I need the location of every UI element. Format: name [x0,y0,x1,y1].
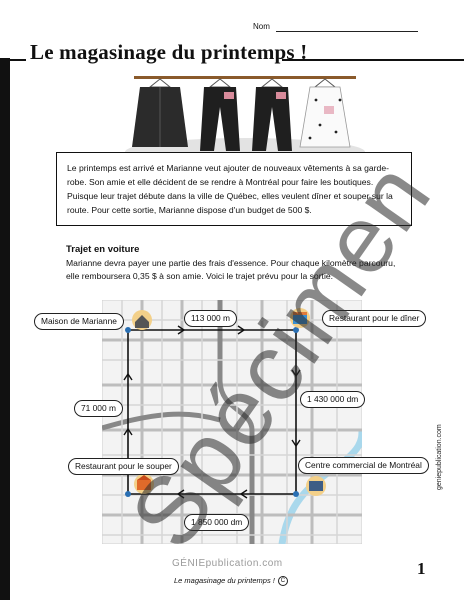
dress-icon [299,86,351,148]
coat-icon [132,87,188,147]
supper-restaurant-label: Restaurant pour le souper [68,458,179,475]
brand-logo: GÉNIEpublication.com [172,558,283,569]
home-label: Maison de Marianne [34,313,124,330]
hanger-icon [148,78,337,88]
route-stop-dots [125,327,299,497]
route-map [102,300,362,544]
section-text: Marianne devra payer une partie des frai… [66,258,396,281]
name-label: Nom [253,22,270,31]
clothes-rack-illustration [125,76,365,160]
house-icon [132,310,152,330]
name-field-line[interactable] [276,31,418,32]
route-arrow-icon [123,325,301,499]
distance-right-label: 1 430 000 dm [300,391,366,408]
side-url: geniepublication.com [436,424,443,490]
distance-left-label: 71 000 m [74,400,123,417]
pants-icon [252,87,292,151]
distance-top-label: 113 000 m [184,310,237,327]
lunch-restaurant-label: Restaurant pour le dîner [322,310,427,327]
footer-caption-text: Le magasinage du printemps ! [174,576,275,585]
distance-bottom-label: 1 850 000 dm [184,514,250,531]
mall-label: Centre commercial de Montréal [298,457,429,474]
left-margin-bar [0,58,10,600]
title-rule-left [10,59,26,61]
restaurant-icon [134,474,154,494]
page-number: 1 [417,559,426,578]
copyright-icon: C [277,576,288,587]
title-rule-right [282,59,464,61]
restaurant-icon [290,308,310,328]
intro-text-box: Le printemps est arrivé et Marianne veut… [56,152,412,226]
map-highway [102,300,255,544]
footer-caption: Le magasinage du printemps !C [174,576,288,587]
section-title: Trajet en voiture [66,244,140,255]
page-title: Le magasinage du printemps ! [30,40,308,64]
pants-icon [200,87,240,151]
mall-icon [306,476,326,496]
